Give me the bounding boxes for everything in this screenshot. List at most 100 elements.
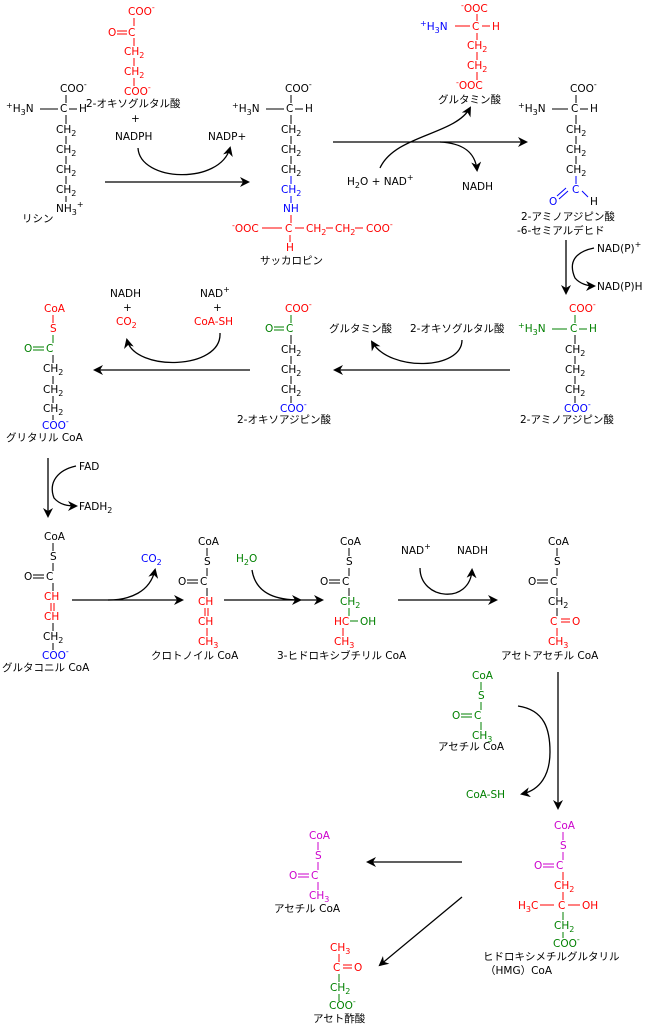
svg-text:CH2: CH2 <box>43 403 63 417</box>
glutaryl-coa-structure: CoA S O C CH2 CH2 CH2 COO- グリタリル CoA <box>6 303 84 444</box>
svg-text:CoA: CoA <box>472 670 494 682</box>
crotonyl-coa-label: クロトノイル CoA <box>151 650 239 662</box>
oxoglutarate-mid-label: 2-オキソグルタル酸 <box>410 322 505 335</box>
glutamate-top-label: グルタミン酸 <box>438 93 501 106</box>
glutamate-top-structure: -OOC +H3N C H CH2 CH2 -OOC <box>420 1 500 92</box>
semialdehyde-label-2: -6-セミアルデヒド <box>517 224 605 237</box>
svg-text:O: O <box>354 962 362 974</box>
svg-text:CH2: CH2 <box>43 631 63 645</box>
svg-text:CH3: CH3 <box>198 636 218 650</box>
svg-text:O: O <box>452 710 460 722</box>
oxoadipate-structure: COO- O C CH2 CH2 CH2 COO- 2-オキソアジピン酸 <box>237 300 332 426</box>
svg-text:S: S <box>50 551 57 563</box>
plus-sign-3: + <box>213 302 222 314</box>
svg-text:CH3: CH3 <box>334 636 354 650</box>
svg-text:C: C <box>550 576 557 588</box>
svg-text:S: S <box>560 840 567 852</box>
svg-text:CoA: CoA <box>44 531 66 543</box>
nadph-curve-arrow <box>137 146 233 176</box>
svg-text:NH: NH <box>283 203 299 215</box>
svg-text:C: C <box>550 616 557 628</box>
svg-text:C: C <box>570 323 577 335</box>
svg-text:CH2: CH2 <box>281 164 301 178</box>
svg-text:CH2: CH2 <box>43 363 63 377</box>
svg-text:CH2: CH2 <box>467 40 487 54</box>
svg-text:-OOC: -OOC <box>461 1 488 15</box>
nadp-ox-label: NAD(P)+ <box>597 240 641 255</box>
svg-text:CoA: CoA <box>44 303 66 315</box>
aminoadipate-structure: COO- +H3N C H CH2 CH2 CH2 COO- 2-アミノアジピン… <box>518 300 614 426</box>
svg-text:CH2: CH2 <box>565 384 585 398</box>
glutamate-release-curve-arrow <box>379 106 471 169</box>
svg-text:C: C <box>200 576 207 588</box>
svg-text:C: C <box>46 343 53 355</box>
coash-2-label: CoA-SH <box>466 789 505 801</box>
svg-text:S: S <box>346 556 353 568</box>
plus-sign-2: + <box>123 302 132 314</box>
acetyl-coa-output-label: アセチル CoA <box>274 903 341 915</box>
svg-text:CH2: CH2 <box>56 184 76 198</box>
svg-text:CH2: CH2 <box>554 880 574 894</box>
nadp-curve-arrow <box>571 247 596 291</box>
nad-nadh-curve-arrow <box>419 567 477 595</box>
svg-text:CH2: CH2 <box>335 223 355 237</box>
svg-text:CoA: CoA <box>548 536 570 548</box>
svg-text:S: S <box>50 323 57 335</box>
svg-text:C: C <box>286 323 293 335</box>
svg-text:COO-: COO- <box>42 417 69 432</box>
svg-text:H: H <box>492 21 500 33</box>
crotonyl-coa-structure: CoA S O C CH CH CH3 クロトノイル CoA <box>151 536 239 662</box>
svg-text:NH3+: NH3+ <box>56 200 84 217</box>
saccharopine-structure: COO- +H3N C H CH2 CH2 CH2 CH2 NH -OOC C … <box>232 80 393 267</box>
svg-text:H: H <box>590 196 598 208</box>
svg-text:CH2: CH2 <box>281 184 301 198</box>
lysine-label: リシン <box>22 213 54 225</box>
nadh-1-label: NADH <box>462 181 493 193</box>
svg-text:O: O <box>289 870 297 882</box>
svg-text:COO-: COO- <box>553 935 580 950</box>
svg-text:CH: CH <box>44 591 59 603</box>
svg-text:CH2: CH2 <box>281 364 301 378</box>
svg-text:COO-: COO- <box>329 997 356 1012</box>
svg-text:CH: CH <box>198 616 213 628</box>
svg-text:H: H <box>286 242 294 254</box>
svg-text:-OOC: -OOC <box>456 78 483 92</box>
fad-label: FAD <box>79 461 99 473</box>
acetoacetyl-coa-label: アセトアセチル CoA <box>501 650 599 662</box>
svg-text:S: S <box>478 690 485 702</box>
svg-text:CH2: CH2 <box>281 344 301 358</box>
svg-text:C: C <box>474 710 481 722</box>
acetyl-coa-curve-arrow <box>517 705 551 798</box>
plus-sign: + <box>131 113 140 125</box>
nadh-2-label: NADH <box>110 288 141 300</box>
svg-text:C: C <box>342 576 349 588</box>
svg-text:CH2: CH2 <box>330 982 350 996</box>
svg-text:H3C: H3C <box>518 900 538 914</box>
svg-text:CH3: CH3 <box>309 890 329 904</box>
svg-text:C: C <box>556 860 563 872</box>
svg-text:COO-: COO- <box>280 400 307 415</box>
svg-text:CH2: CH2 <box>56 164 76 178</box>
hydroxybutyryl-coa-label: 3-ヒドロキシブチリル CoA <box>277 649 407 662</box>
svg-text:CH2: CH2 <box>306 223 326 237</box>
svg-text:CH2: CH2 <box>281 124 301 138</box>
svg-text:CoA: CoA <box>340 536 362 548</box>
svg-text:O: O <box>534 860 542 872</box>
acetyl-coa-input-structure: CoA S O C CH3 <box>452 670 494 744</box>
svg-text:OH: OH <box>582 900 598 912</box>
svg-text:CH2: CH2 <box>281 144 301 158</box>
acetoacetate-structure: CH3 C O CH2 COO- <box>329 942 362 1012</box>
svg-text:+H3N: +H3N <box>6 101 34 117</box>
svg-text:COO-: COO- <box>60 80 87 95</box>
nadp-plus-label: NADP+ <box>208 131 246 143</box>
svg-text:O: O <box>549 196 557 208</box>
svg-text:CH2: CH2 <box>124 66 144 80</box>
svg-text:+H3N: +H3N <box>420 19 448 35</box>
svg-text:O: O <box>265 323 273 335</box>
nadp-red-label: NAD(P)H <box>597 281 643 293</box>
svg-text:O: O <box>24 343 32 355</box>
svg-text:COO-: COO- <box>564 400 591 415</box>
oxoglutarate-top-label: 2-オキソグルタル酸 <box>86 97 181 110</box>
nadh-3-label: NADH <box>457 545 488 557</box>
semialdehyde-label-1: 2-アミノアジピン酸 <box>521 210 615 223</box>
